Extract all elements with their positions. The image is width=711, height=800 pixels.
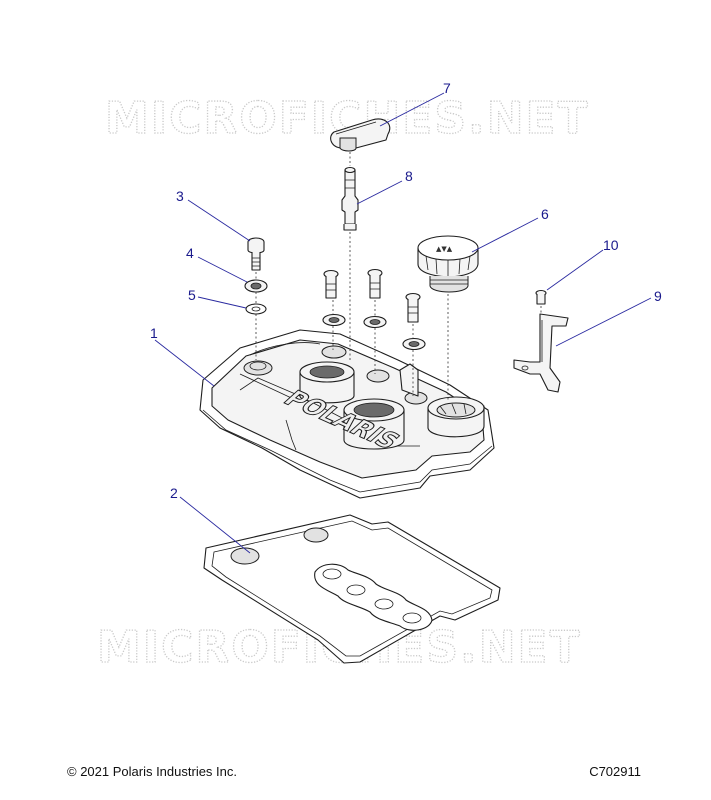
part-3-bolt[interactable] xyxy=(247,237,265,271)
cover-bolt-set-middle[interactable] xyxy=(322,268,426,351)
callout-3: 3 xyxy=(176,188,184,204)
part-6-oil-fill-cap[interactable]: ▲▼▲ xyxy=(417,235,479,293)
part-4-grommet[interactable] xyxy=(244,279,268,293)
callout-2: 2 xyxy=(170,485,178,501)
svg-text:▲▼▲: ▲▼▲ xyxy=(436,245,453,253)
callout-1: 1 xyxy=(150,325,158,341)
part-2-gasket[interactable] xyxy=(203,514,501,664)
callout-5: 5 xyxy=(188,287,196,303)
callout-10: 10 xyxy=(603,237,619,253)
part-9-bracket[interactable] xyxy=(513,313,569,393)
part-10-screw[interactable] xyxy=(535,289,547,305)
part-7-breather-cap[interactable] xyxy=(330,118,391,152)
callout-group: 1 2 3 4 5 6 7 8 9 10 xyxy=(150,80,662,554)
callout-8: 8 xyxy=(405,168,413,184)
part-8-breather-fitting[interactable] xyxy=(341,166,359,231)
diagram-code: C702911 xyxy=(589,764,641,779)
callout-4: 4 xyxy=(186,245,194,261)
callout-6: 6 xyxy=(541,206,549,222)
copyright-text: © 2021 Polaris Industries Inc. xyxy=(67,764,237,779)
callout-7: 7 xyxy=(443,80,451,96)
part-5-washer[interactable] xyxy=(245,303,267,315)
part-1-valve-cover[interactable]: POLARIS xyxy=(199,329,495,499)
callout-9: 9 xyxy=(654,288,662,304)
